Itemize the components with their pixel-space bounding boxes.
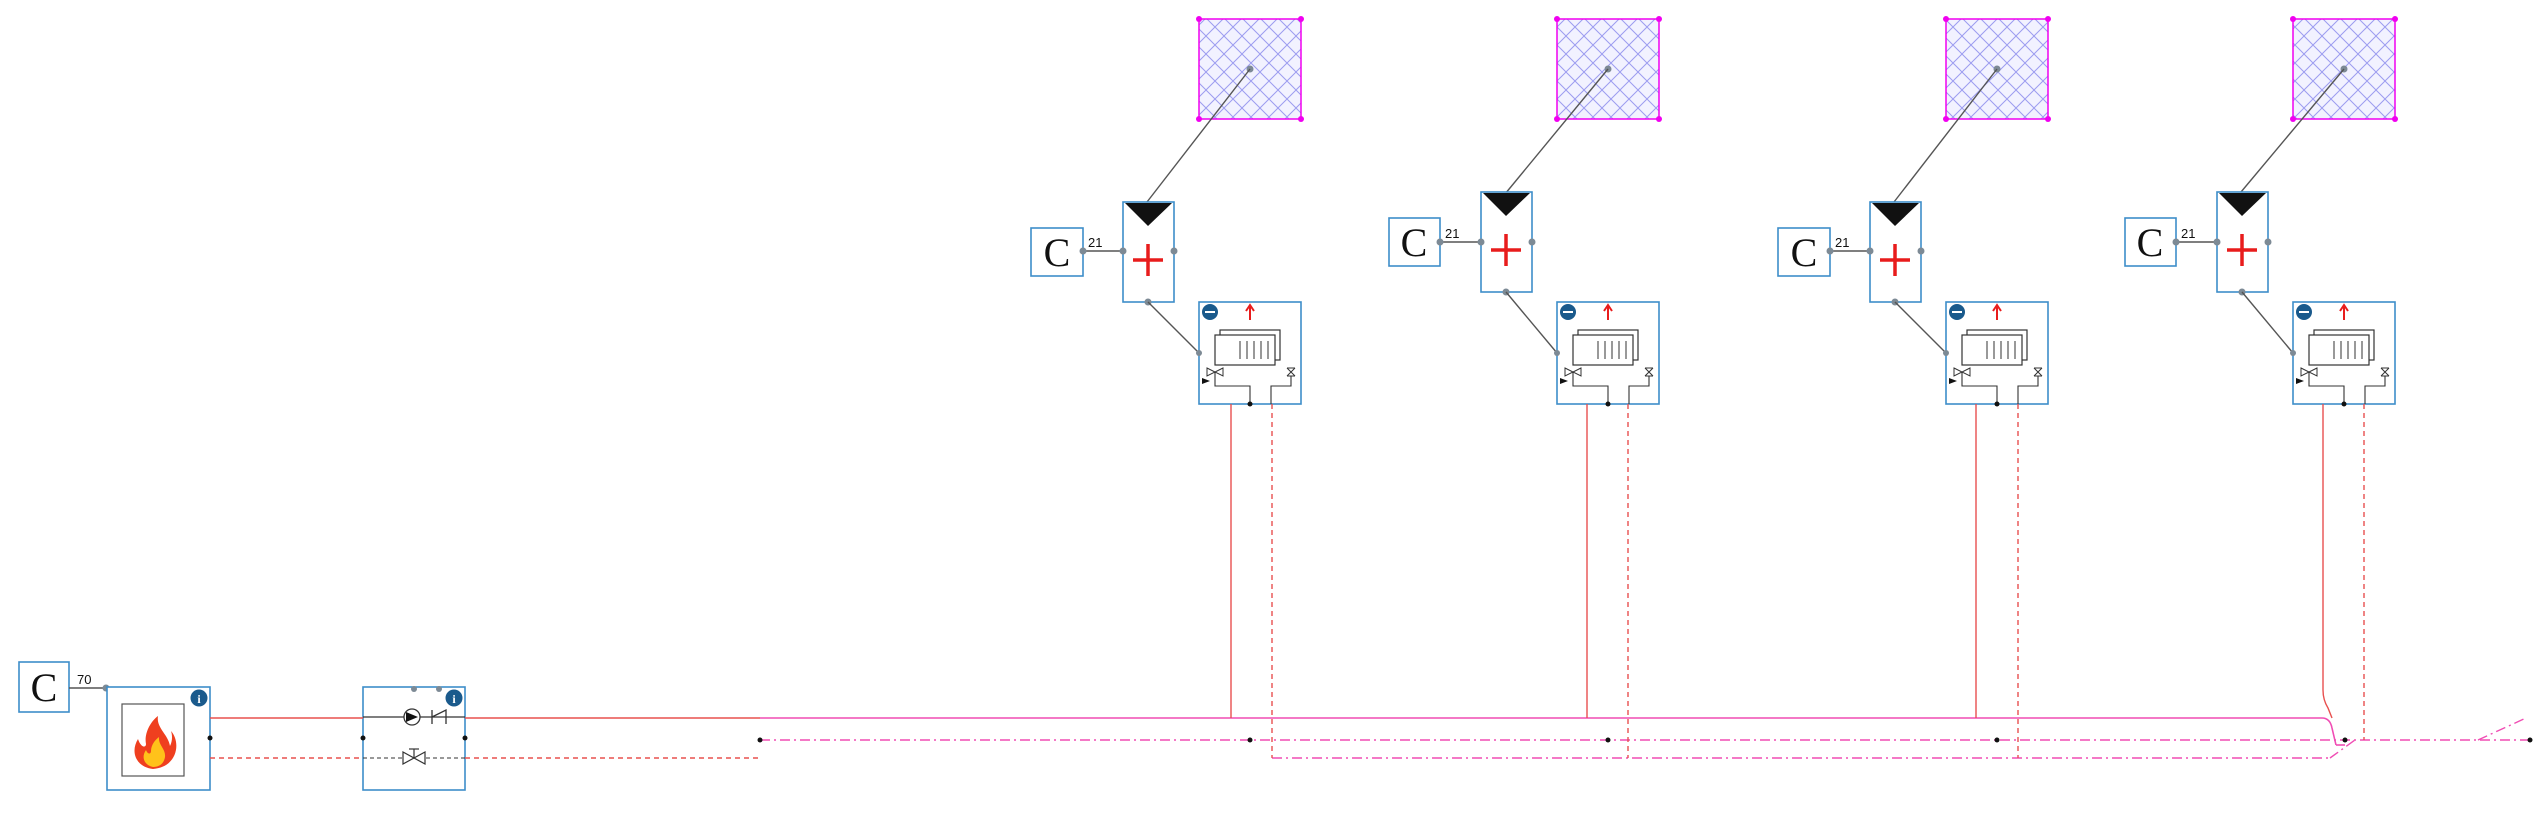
arrow-up-icon xyxy=(1992,303,2002,320)
controller-block-zone-1[interactable] xyxy=(1119,201,1178,306)
pump-icon xyxy=(403,708,421,726)
arrow-up-icon xyxy=(1603,303,1613,320)
setpoint-label-zone-1: C xyxy=(1044,230,1071,275)
minus-icon[interactable] xyxy=(2296,304,2312,320)
zone-1: C 21 xyxy=(1030,16,1304,758)
radiator-icon xyxy=(1560,329,1654,404)
setpoint-block-zone-1[interactable]: C xyxy=(1030,227,1084,277)
setpoint-block-zone-4[interactable]: C xyxy=(2124,217,2177,267)
controller-block-zone-4[interactable] xyxy=(2213,191,2272,296)
minus-icon[interactable] xyxy=(1560,304,1576,320)
radiator-icon xyxy=(2296,329,2390,404)
svg-text:i: i xyxy=(452,692,456,706)
info-icon[interactable]: i xyxy=(190,689,208,707)
minus-icon[interactable] xyxy=(1202,304,1218,320)
info-icon[interactable]: i xyxy=(445,689,463,707)
radiator-icon xyxy=(1202,329,1296,404)
valve-icon xyxy=(402,748,426,766)
source-setpoint-value: 70 xyxy=(77,672,91,687)
setpoint-label-zone-2: C xyxy=(1401,220,1428,265)
pump-group-block[interactable]: i xyxy=(360,686,468,791)
arrow-up-icon xyxy=(1245,303,1255,320)
radiator-block-zone-1[interactable] xyxy=(1196,301,1302,407)
boiler-block[interactable]: i xyxy=(106,686,213,791)
radiator-block-zone-3[interactable] xyxy=(1943,301,2049,407)
radiator-block-zone-2[interactable] xyxy=(1554,301,1660,407)
zone-4: C 21 xyxy=(2124,16,2398,740)
zone-3: C 21 xyxy=(1777,16,2051,758)
main-pipework xyxy=(210,717,2533,759)
setpoint-label-zone-3: C xyxy=(1791,230,1818,275)
check-valve-icon xyxy=(431,708,447,724)
zone-2: C 21 xyxy=(1388,16,1662,758)
source-setpoint-label: C xyxy=(31,665,58,710)
setpoint-value-zone-3: 21 xyxy=(1835,235,1849,250)
radiator-block-zone-4[interactable] xyxy=(2290,301,2396,407)
setpoint-value-zone-4: 21 xyxy=(2181,226,2195,241)
setpoint-block-zone-2[interactable]: C xyxy=(1388,217,1441,267)
controller-block-zone-2[interactable] xyxy=(1477,191,1536,296)
setpoint-label-zone-4: C xyxy=(2137,220,2164,265)
minus-icon[interactable] xyxy=(1949,304,1965,320)
setpoint-block-zone-3[interactable]: C xyxy=(1777,227,1831,277)
controller-block-zone-3[interactable] xyxy=(1866,201,1925,306)
junction-dots xyxy=(1247,737,2000,743)
source-setpoint-block[interactable]: C xyxy=(18,661,70,713)
setpoint-value-zone-2: 21 xyxy=(1445,226,1459,241)
arrow-up-icon xyxy=(2339,303,2349,320)
setpoint-value-zone-1: 21 xyxy=(1088,235,1102,250)
radiator-icon xyxy=(1949,329,2043,404)
svg-text:i: i xyxy=(197,692,201,706)
flame-icon xyxy=(134,716,177,769)
